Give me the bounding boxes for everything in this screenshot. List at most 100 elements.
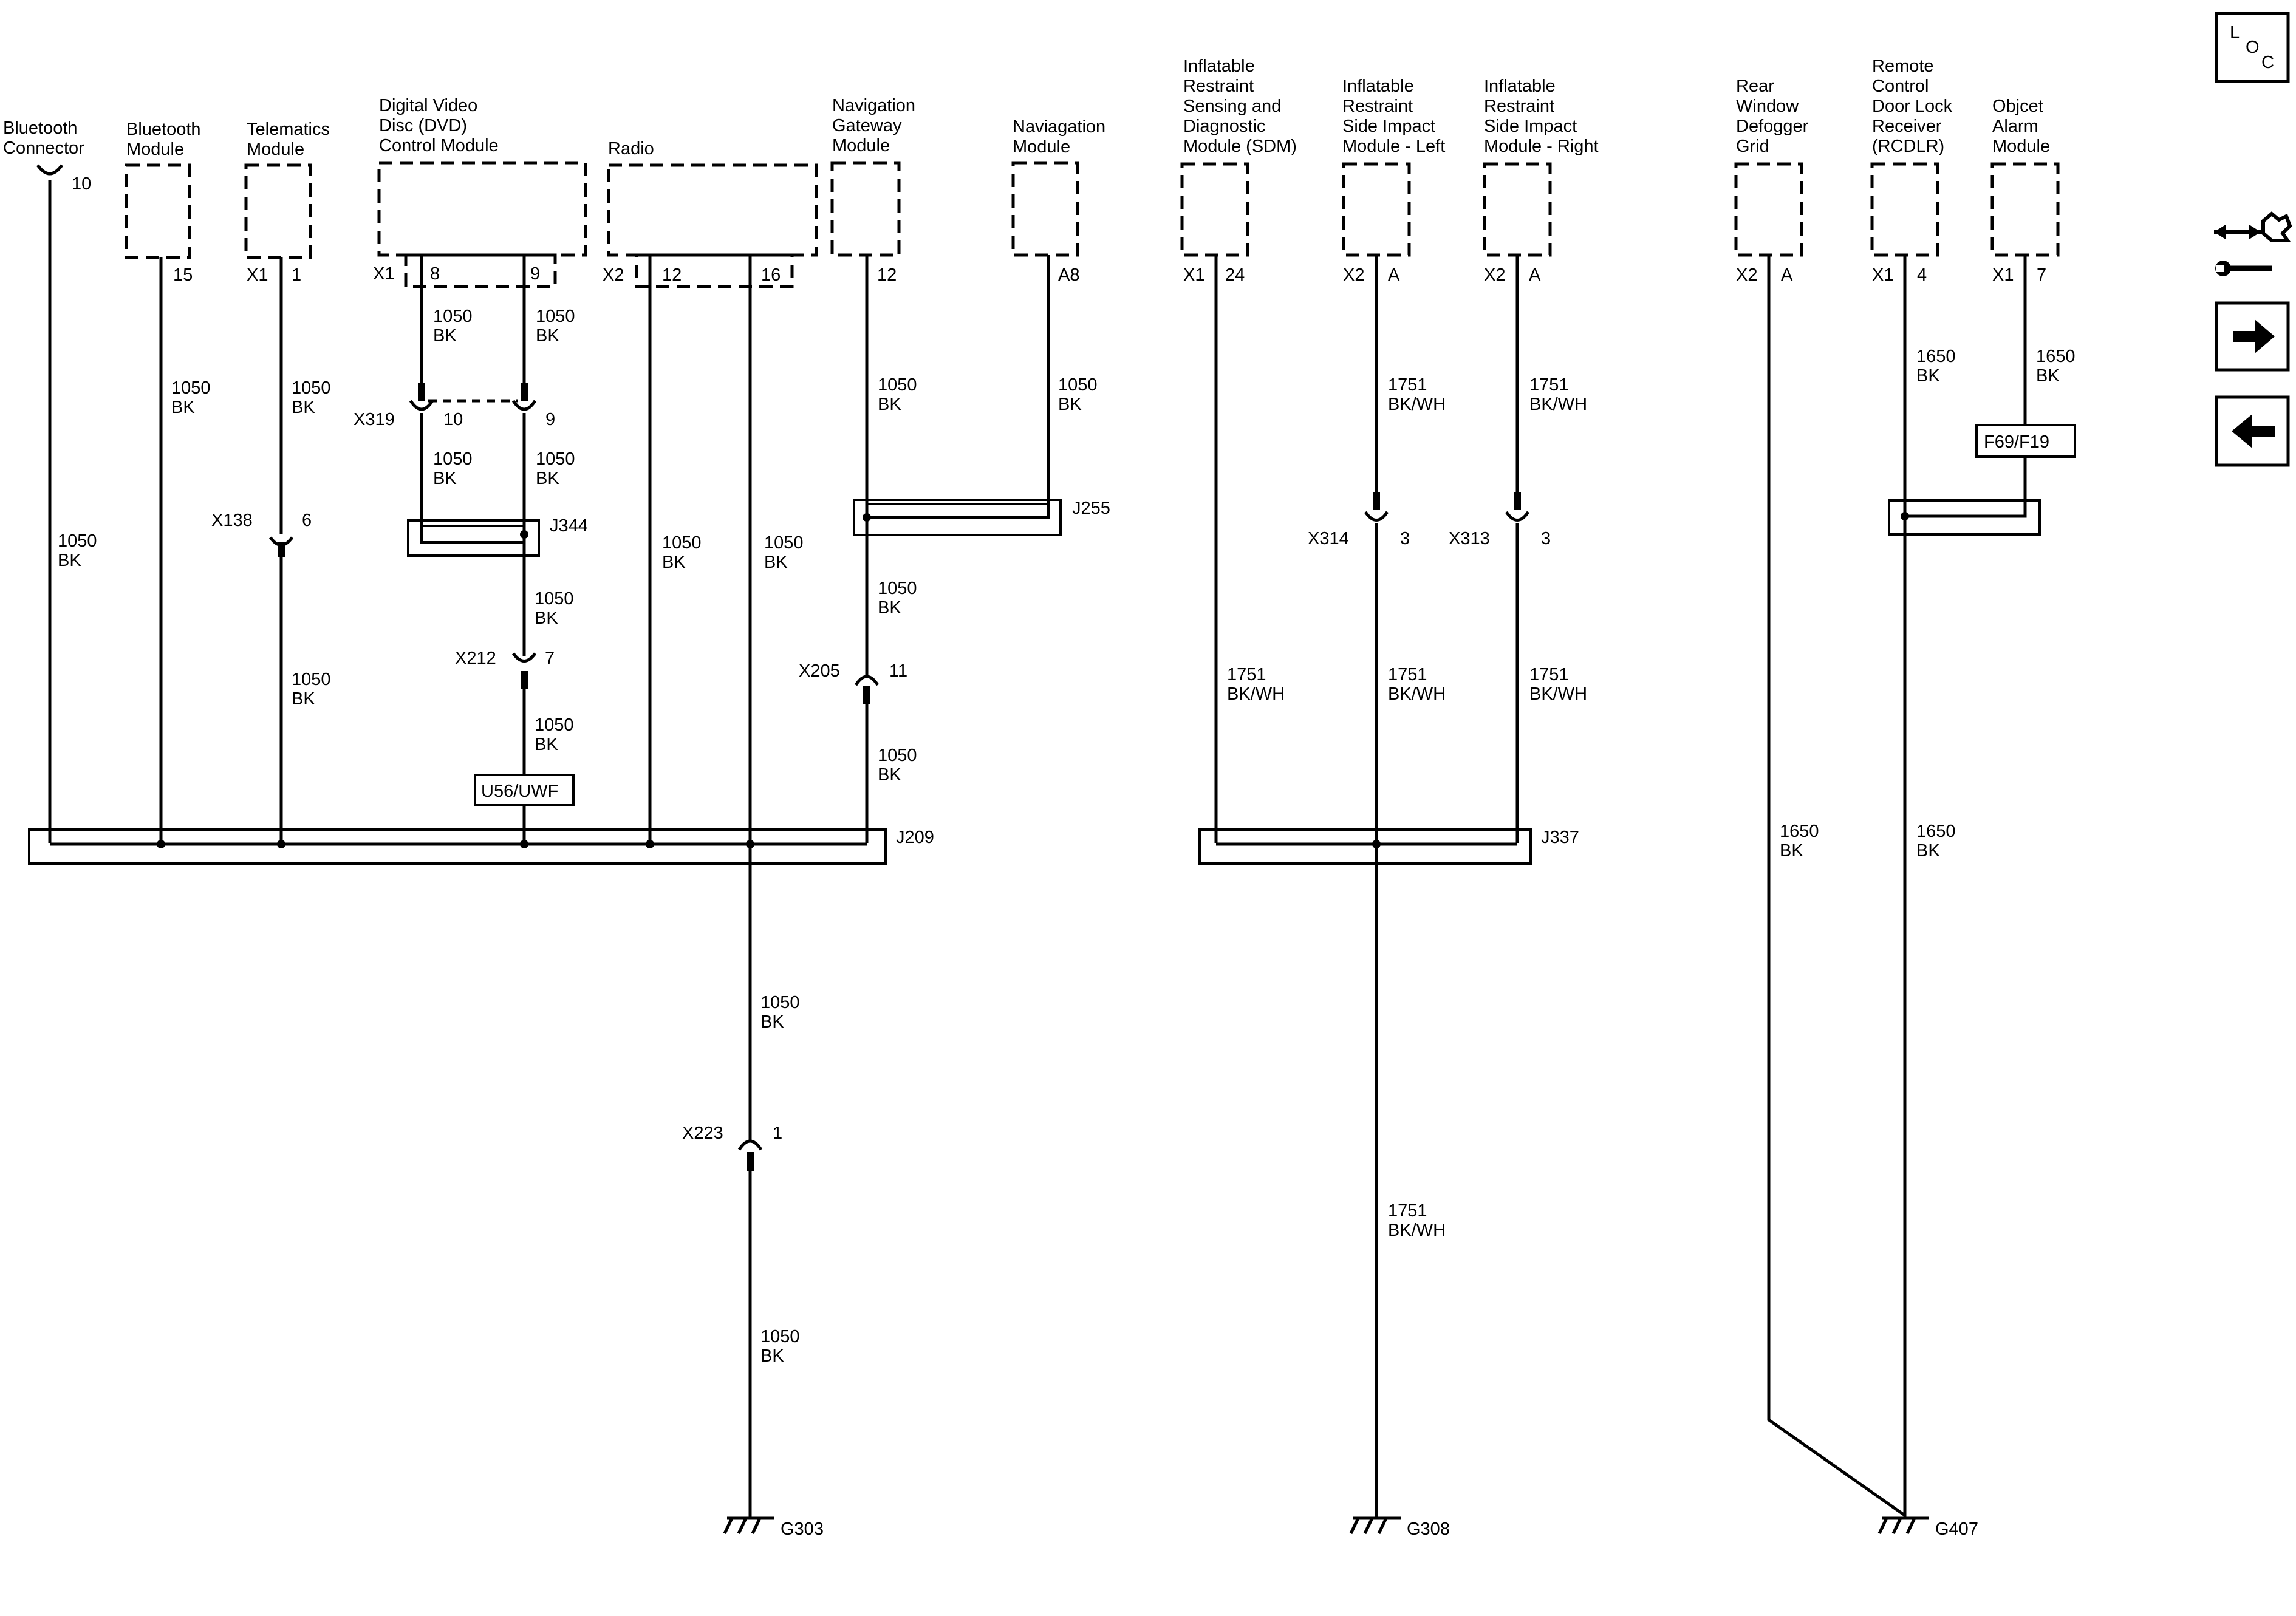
diagram-label: Sensing and — [1183, 97, 1281, 116]
diagram-label: Connector — [3, 138, 84, 158]
diagram-label: J344 — [550, 516, 588, 536]
wire-segment — [157, 840, 165, 848]
diagram-label: J255 — [1072, 499, 1110, 518]
diagram-label: BK — [2036, 366, 2060, 386]
diagram-label: Module — [126, 140, 184, 159]
radio-module: Radio X2 12 16 — [603, 139, 818, 288]
diagram-label: Grid — [1736, 137, 1769, 156]
diagram-label: 1050 — [536, 449, 575, 469]
diagram-label: 11 — [889, 661, 907, 681]
diagram-label: 1650 — [1916, 347, 1956, 366]
connector-x223: X223 1 — [682, 1123, 782, 1171]
wire-segment — [1905, 504, 2027, 518]
diagram-label: A8 — [1058, 265, 1079, 285]
diagram-label: X205 — [799, 661, 840, 681]
diagram-label: BK — [292, 398, 315, 417]
diagram-label: X1 — [247, 265, 268, 285]
connector-x138: X138 6 — [211, 511, 312, 557]
diagram-label: Objcet — [1992, 97, 2043, 116]
wire-segment — [635, 253, 794, 288]
diagram-label: Module - Right — [1484, 137, 1599, 156]
left-arrow-icon[interactable] — [2215, 395, 2290, 467]
diagram-label: BK — [433, 326, 457, 346]
diagram-label: BK — [760, 1346, 784, 1366]
wire-segment — [520, 840, 528, 848]
wire-segment — [854, 675, 880, 686]
wire-segment — [2249, 225, 2261, 239]
wire-segment — [511, 400, 537, 411]
diagram-label: Control Module — [379, 136, 499, 155]
wire-segment — [1349, 1517, 1360, 1535]
ground-g303: G303 — [723, 1516, 824, 1539]
diagram-label: 3 — [1541, 529, 1551, 548]
diagram-label: 1050 — [433, 449, 473, 469]
diagram-label: Control — [1872, 77, 1929, 96]
telematics-module: Telematics Module X1 1 — [244, 120, 330, 285]
connector-x319: X319 10 9 — [354, 383, 555, 429]
dvd-control-module: Digital Video Disc (DVD) Control Module … — [373, 96, 587, 288]
wire-segment — [1990, 162, 2060, 257]
wire-segment — [1888, 499, 2041, 536]
diagram-label: 1751 — [1388, 375, 1427, 395]
diagram-label: 1050 — [764, 533, 804, 553]
diagram-label: X2 — [1484, 265, 1505, 285]
wire-segment — [244, 163, 312, 259]
diagram-label: 1050 — [535, 715, 574, 735]
diagram-label: 1050 — [878, 579, 917, 598]
diagram-label: Module — [832, 136, 890, 155]
diagram-label: J209 — [896, 828, 934, 847]
diagram-label: 1 — [292, 265, 301, 285]
diagram-label: BK — [1780, 841, 1803, 861]
wire-segment — [1505, 511, 1530, 522]
diagram-label: 9 — [530, 264, 540, 284]
loc-icon[interactable]: L O C — [2215, 12, 2290, 83]
connector-wrench-icon[interactable] — [2214, 211, 2292, 276]
wire-segment — [866, 503, 1050, 519]
diagram-label: BK — [878, 765, 901, 785]
wire-segment — [1198, 828, 1532, 865]
diagram-label: 1050 — [171, 378, 211, 398]
diagram-label: Rear — [1736, 77, 1774, 96]
wire-segment — [1180, 162, 1249, 257]
diagram-label: F69/F19 — [1984, 432, 2049, 452]
wire-segment — [1734, 162, 1803, 257]
wire-segment — [277, 840, 285, 848]
diagram-label: X1 — [373, 264, 394, 284]
wire-segment — [607, 163, 818, 257]
connector-symbol-icon — [36, 164, 64, 176]
wire-segment — [2232, 414, 2252, 448]
diagram-label: Window — [1736, 97, 1799, 116]
diagram-label: Module - Left — [1342, 137, 1445, 156]
diagram-label: G308 — [1407, 1519, 1450, 1539]
diagram-label: 1050 — [878, 746, 917, 765]
wire-segment — [404, 253, 557, 288]
diagram-label: 1650 — [2036, 347, 2076, 366]
diagram-label: X313 — [1449, 529, 1490, 548]
diagram-label: Defogger — [1736, 117, 1809, 136]
diagram-label: 9 — [545, 410, 555, 429]
bluetooth-connector: Bluetooth Connector 10 — [3, 118, 91, 194]
side-impact-module-right: Inflatable Restraint Side Impact Module … — [1483, 77, 1599, 285]
diagram-label: 6 — [302, 511, 312, 530]
diagram-label: BK — [760, 1012, 784, 1032]
diagram-label: A — [1388, 265, 1400, 285]
diagram-label: BK/WH — [1388, 684, 1446, 704]
wire-segment — [1483, 162, 1552, 257]
diagram-label: 8 — [430, 264, 440, 284]
diagram-label: BK — [292, 689, 315, 709]
diagram-label: 1751 — [1529, 375, 1569, 395]
diagram-label: X2 — [1736, 265, 1757, 285]
option-f69-f19: F69/F19 — [1975, 424, 2076, 458]
right-arrow-icon[interactable] — [2215, 301, 2290, 372]
wire-segment — [409, 400, 434, 411]
diagram-label: Inflatable — [1342, 77, 1414, 96]
wire-segment — [2214, 225, 2226, 239]
diagram-label: Disc (DVD) — [379, 116, 467, 135]
diagram-label: Restraint — [1342, 97, 1413, 116]
side-impact-module-left: Inflatable Restraint Side Impact Module … — [1342, 77, 1445, 285]
diagram-label: 1050 — [878, 375, 917, 395]
diagram-label: C — [2261, 53, 2274, 72]
splice-j344: J344 — [407, 516, 588, 557]
diagram-label: 1050 — [536, 307, 575, 326]
diagram-label: 3 — [1400, 529, 1410, 548]
